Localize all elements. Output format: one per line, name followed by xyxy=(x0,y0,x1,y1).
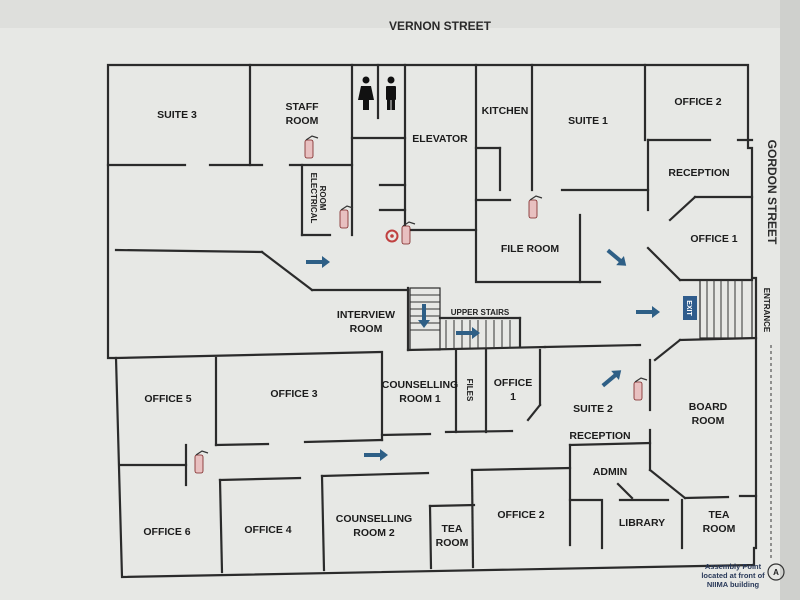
direction-arrow-icon xyxy=(418,304,430,328)
label-board-room-1: BOARD xyxy=(689,401,728,413)
label-reception-top: RECEPTION xyxy=(668,167,729,179)
wall xyxy=(648,468,687,500)
label-electrical-1: ELECTRICAL xyxy=(309,173,318,224)
label-staff-room-2: ROOM xyxy=(286,115,319,127)
wall xyxy=(568,441,652,447)
male-toilet-icon xyxy=(386,76,396,110)
fire-extinguisher-icon xyxy=(401,221,416,245)
label-board-room-2: ROOM xyxy=(692,415,725,427)
assembly-line-3: NIIMA building xyxy=(707,580,760,589)
assembly-line-1: Assembly Point xyxy=(705,562,762,571)
label-counselling-2-a: COUNSELLING xyxy=(336,513,412,525)
fire-extinguisher-icon xyxy=(528,195,543,219)
exit-sign-text: EXIT xyxy=(685,300,692,316)
label-tea-room-mid-a: TEA xyxy=(442,523,463,535)
label-elevator: ELEVATOR xyxy=(412,133,468,145)
label-tea-room-right-b: ROOM xyxy=(703,523,736,535)
direction-arrow-icon xyxy=(636,306,660,318)
wall xyxy=(470,468,475,569)
wall xyxy=(526,403,542,422)
label-office-1-right: OFFICE 1 xyxy=(690,233,737,245)
fire-extinguisher-icon xyxy=(194,450,209,474)
label-office-3: OFFICE 3 xyxy=(270,388,317,400)
assembly-line-2: located at front of xyxy=(701,571,765,580)
direction-arrow-icon xyxy=(364,449,388,461)
paper-right-margin xyxy=(780,0,800,600)
label-interview-room-2: ROOM xyxy=(350,323,383,335)
label-admin: ADMIN xyxy=(593,466,627,478)
fire-extinguisher-icon xyxy=(633,377,648,401)
label-counselling-1-b: ROOM 1 xyxy=(399,393,441,405)
wall xyxy=(114,350,382,360)
street-label-top: VERNON STREET xyxy=(389,19,492,33)
label-file-room: FILE ROOM xyxy=(501,243,560,255)
wall xyxy=(428,503,476,508)
direction-arrow-icon xyxy=(601,370,622,388)
label-office-1-mid-a: OFFICE xyxy=(494,377,533,389)
room-labels: SUITE 3 STAFF ROOM ELECTRICAL ROOM ELEVA… xyxy=(143,96,737,549)
label-office-2-top: OFFICE 2 xyxy=(674,96,721,108)
label-office-2-bottom: OFFICE 2 xyxy=(497,509,544,521)
wall xyxy=(683,495,730,500)
label-electrical-2: ROOM xyxy=(318,186,327,211)
label-kitchen: KITCHEN xyxy=(482,105,529,117)
label-tea-room-mid-b: ROOM xyxy=(436,537,469,549)
label-office-4: OFFICE 4 xyxy=(244,524,291,536)
exit-sign-icon: EXIT xyxy=(683,296,697,320)
label-upper-stairs: UPPER STAIRS xyxy=(451,308,510,317)
label-office-5: OFFICE 5 xyxy=(144,393,191,405)
label-office-1-mid-b: 1 xyxy=(510,391,516,403)
assembly-marker-icon xyxy=(767,563,785,581)
direction-arrow-icon xyxy=(306,256,330,268)
label-files: FILES xyxy=(465,379,474,402)
direction-arrow-icon xyxy=(456,327,480,339)
wall xyxy=(320,471,430,478)
assembly-point-note: Assembly Point located at front of NIIMA… xyxy=(701,562,785,589)
wall xyxy=(260,250,314,292)
label-reception-bottom: RECEPTION xyxy=(569,430,630,442)
direction-arrow-icon xyxy=(606,248,627,266)
wall xyxy=(668,195,697,222)
wall xyxy=(114,248,264,254)
wall xyxy=(470,466,572,472)
wall xyxy=(428,504,433,570)
street-label-right: GORDON STREET xyxy=(765,140,779,245)
assembly-marker-letter: A xyxy=(773,568,779,577)
wall xyxy=(218,476,302,482)
wall xyxy=(320,474,326,572)
wall xyxy=(303,438,384,444)
label-office-6: OFFICE 6 xyxy=(143,526,190,538)
label-suite-3: SUITE 3 xyxy=(157,109,197,121)
entrance-stairs xyxy=(699,279,753,339)
label-suite-2: SUITE 2 xyxy=(573,403,613,415)
wall xyxy=(616,482,634,500)
wall xyxy=(218,478,224,574)
wall xyxy=(646,246,682,282)
female-toilet-icon xyxy=(358,76,374,110)
wall xyxy=(543,343,642,349)
wall xyxy=(444,429,514,434)
label-suite-1: SUITE 1 xyxy=(568,115,608,127)
paper-top-margin xyxy=(0,0,800,28)
entrance-label: ENTRANCE xyxy=(762,288,771,333)
label-staff-room-1: STAFF xyxy=(285,101,319,113)
label-library: LIBRARY xyxy=(619,517,665,529)
fire-hose-reel-icon xyxy=(385,229,399,243)
wall xyxy=(653,338,682,362)
fire-extinguisher-icon xyxy=(339,205,354,229)
fire-extinguisher-icon xyxy=(304,135,319,159)
wall xyxy=(380,432,432,437)
label-counselling-2-b: ROOM 2 xyxy=(353,527,395,539)
label-counselling-1-a: COUNSELLING xyxy=(382,379,458,391)
wall xyxy=(214,442,270,447)
label-tea-room-right-a: TEA xyxy=(709,509,730,521)
label-interview-room-1: INTERVIEW xyxy=(337,309,395,321)
